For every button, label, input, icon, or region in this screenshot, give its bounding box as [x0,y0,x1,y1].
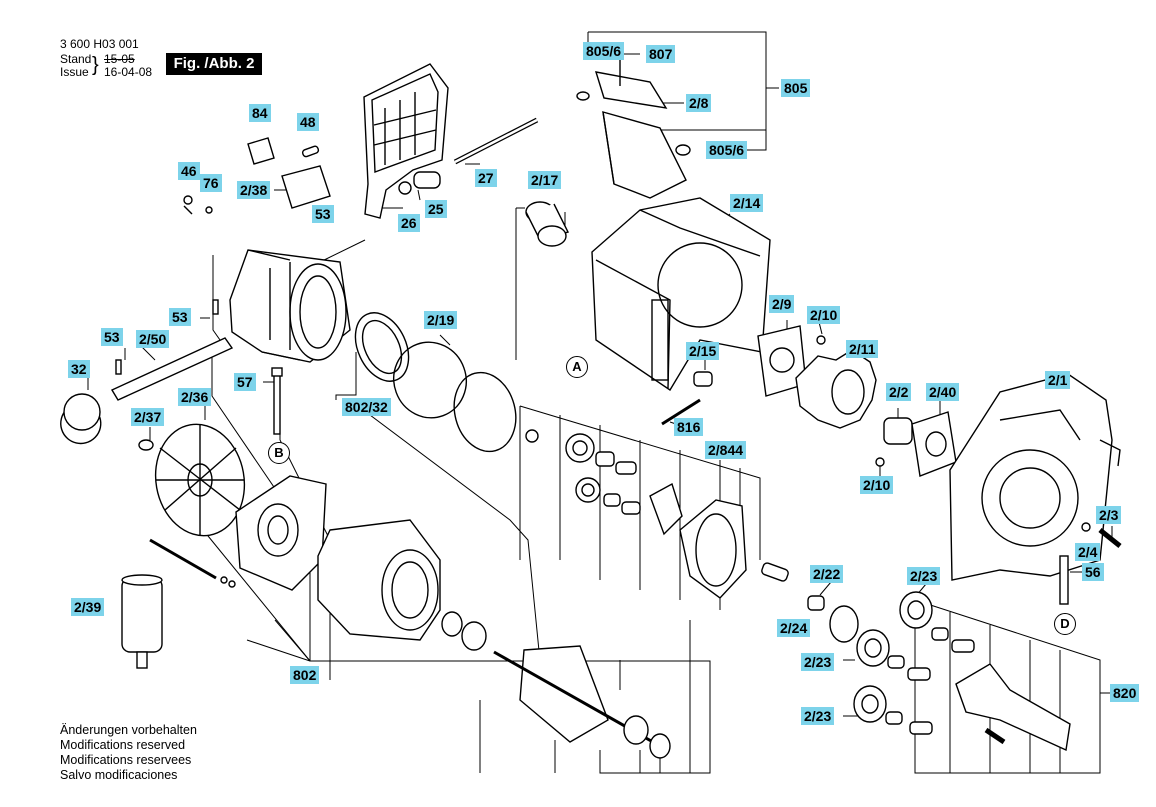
callout-26: 26 [398,214,420,232]
callout-2-50: 2/50 [136,330,170,348]
callout-53a: 53 [312,205,334,223]
callout-802: 802 [290,666,320,684]
marker-d: D [1054,613,1076,635]
riving-guard [363,63,449,219]
callout-2-14: 2/14 [730,194,764,212]
callout-802-32: 802/32 [342,398,391,416]
rotor [519,645,609,743]
marker-a: A [566,356,588,378]
stand-label: Stand [60,52,92,66]
callout-2-23c: 2/23 [801,707,835,725]
stand-date: 15-05 [104,52,135,66]
callout-46: 46 [178,162,200,180]
callout-2-15: 2/15 [686,342,720,360]
callout-805-6a: 805/6 [583,42,625,60]
note-de: Änderungen vorbehalten [60,723,197,737]
callout-2-844: 2/844 [705,441,747,459]
bracket-805 [588,31,767,151]
callout-57: 57 [234,373,256,391]
note-es: Salvo modificaciones [60,768,178,782]
callout-2-24: 2/24 [777,619,811,637]
callout-2-8: 2/8 [686,94,712,112]
callout-2-3: 2/3 [1096,506,1122,524]
issue-date: 16-04-08 [104,65,153,79]
callout-2-23a: 2/23 [907,567,941,585]
callout-2-1: 2/1 [1045,371,1071,389]
callout-48: 48 [297,113,319,131]
modification-notes: Änderungen vorbehalten Modifications res… [60,723,197,783]
callout-2-23b: 2/23 [801,653,835,671]
main-housing [949,373,1113,581]
issue-label: Issue [60,65,89,79]
callout-2-36: 2/36 [178,388,212,406]
figure-label: Fig. /Abb. 2 [166,53,262,75]
callout-2-22: 2/22 [810,565,844,583]
callout-2-19: 2/19 [424,311,458,329]
callout-2-38: 2/38 [237,181,271,199]
marker-b: B [268,442,290,464]
note-fr: Modifications reservees [60,753,192,767]
callout-805: 805 [781,79,811,97]
callout-2-37: 2/37 [131,408,165,426]
callout-2-11: 2/11 [846,340,879,358]
callout-2-40: 2/40 [926,383,960,401]
callout-76: 76 [200,174,222,192]
callout-2-39: 2/39 [71,598,105,616]
callout-53b: 53 [169,308,191,326]
callout-816: 816 [674,418,704,436]
callout-32: 32 [68,360,90,378]
callout-2-17: 2/17 [528,171,562,189]
callout-2-10b: 2/10 [860,476,894,494]
document-number: 3 600 H03 001 [60,37,139,51]
brace-glyph: } [92,54,99,76]
callout-805-6b: 805/6 [706,141,748,159]
callout-56: 56 [1082,563,1104,581]
callout-2-2: 2/2 [886,383,912,401]
output-shaft [955,663,1071,752]
note-en: Modifications reserved [60,738,186,752]
callout-84: 84 [249,104,271,122]
callout-820: 820 [1110,684,1140,702]
callout-807: 807 [646,45,676,63]
callout-2-4: 2/4 [1075,543,1101,561]
callout-2-10a: 2/10 [807,306,841,324]
callout-25: 25 [425,200,447,218]
callout-53c: 53 [101,328,123,346]
callout-2-9: 2/9 [769,295,795,313]
callout-27: 27 [475,169,497,187]
